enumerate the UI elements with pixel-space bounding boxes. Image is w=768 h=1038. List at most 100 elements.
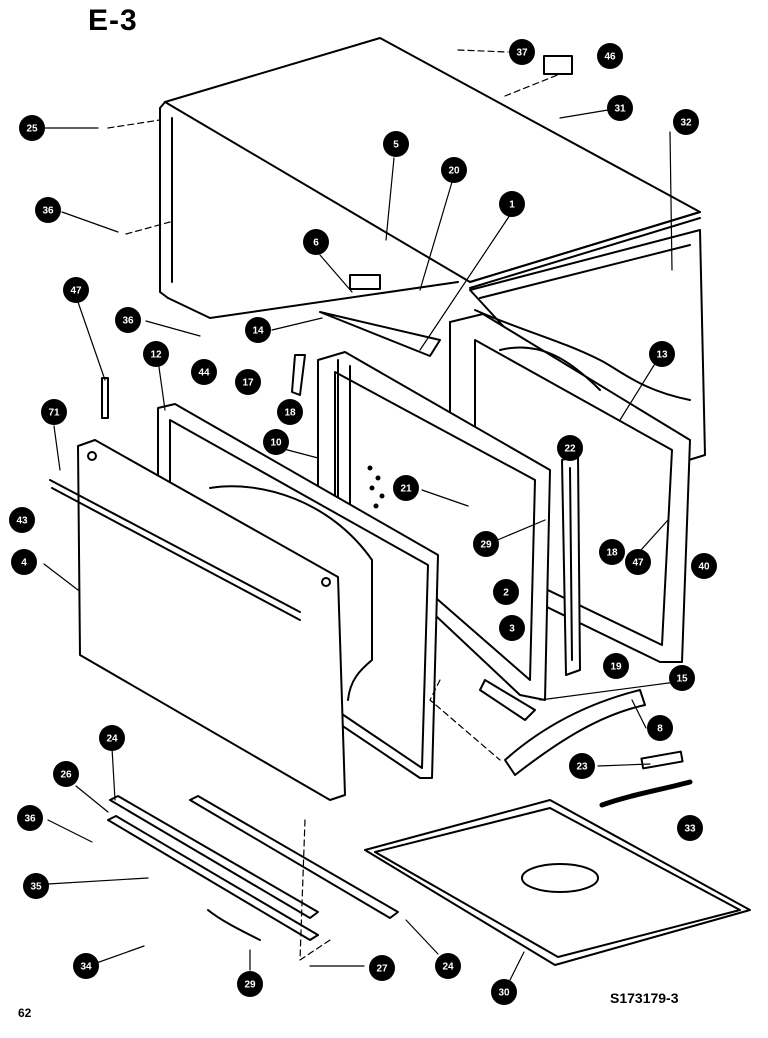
- callout-label-c1: 1: [509, 200, 515, 211]
- pointer-lines: [43, 109, 677, 981]
- callout-label-c47a: 47: [70, 286, 82, 297]
- bottom-rails: [107, 795, 399, 941]
- callout-bubble-c15: [669, 665, 695, 691]
- callout-bubble-c23: [569, 753, 595, 779]
- callout-label-c26: 26: [60, 770, 72, 781]
- drawing-id: S173179-3: [610, 990, 679, 1006]
- callout-label-c40: 40: [698, 562, 710, 573]
- callout-label-c17: 17: [242, 378, 254, 389]
- callout-bubble-c22: [557, 435, 583, 461]
- callout-bubble-c27: [369, 955, 395, 981]
- callout-bubble-c44: [191, 359, 217, 385]
- callout-bubble-c34: [73, 953, 99, 979]
- callout-label-c34: 34: [80, 962, 92, 973]
- callout-bubble-c12: [143, 341, 169, 367]
- callout-label-c46: 46: [604, 52, 616, 63]
- callout-label-c43: 43: [16, 516, 28, 527]
- callout-label-c71: 71: [48, 408, 60, 419]
- callout-label-c18a: 18: [284, 408, 296, 419]
- callout-label-c22: 22: [564, 444, 576, 455]
- callout-bubble-c47a: [63, 277, 89, 303]
- drip-tray: [364, 799, 751, 966]
- callout-label-c19: 19: [610, 662, 622, 673]
- callout-label-c36b: 36: [122, 316, 134, 327]
- callout-bubble-c36b: [115, 307, 141, 333]
- callout-bubble-c14: [245, 317, 271, 343]
- diagram-title: E-3: [88, 4, 138, 37]
- callout-label-c3: 3: [509, 624, 515, 635]
- callout-bubble-c24a: [99, 725, 125, 751]
- callout-bubble-c2: [493, 579, 519, 605]
- callout-label-c31: 31: [614, 104, 626, 115]
- callout-bubble-c36c: [17, 805, 43, 831]
- callout-label-c47b: 47: [632, 558, 644, 569]
- callout-label-c12: 12: [150, 350, 162, 361]
- callout-bubble-c17: [235, 369, 261, 395]
- callout-label-c14: 14: [252, 326, 264, 337]
- callout-bubble-c40: [691, 553, 717, 579]
- callout-label-c23: 23: [576, 762, 588, 773]
- callout-label-c24b: 24: [442, 962, 454, 973]
- door-outer-panel: [49, 439, 346, 801]
- callout-bubble-c19: [603, 653, 629, 679]
- callout-label-c29a: 29: [480, 540, 492, 551]
- callout-bubble-c30: [491, 979, 517, 1005]
- callout-bubble-c33: [677, 815, 703, 841]
- callout-bubble-c21: [393, 475, 419, 501]
- callout-bubble-c71: [41, 399, 67, 425]
- callout-bubble-c1: [499, 191, 525, 217]
- callout-label-c36c: 36: [24, 814, 36, 825]
- callout-label-c2: 2: [503, 588, 509, 599]
- callout-bubble-c47b: [625, 549, 651, 575]
- callout-label-c5: 5: [393, 140, 399, 151]
- callout-label-c35: 35: [30, 882, 42, 893]
- callout-label-c36a: 36: [42, 206, 54, 217]
- callout-label-c20: 20: [448, 166, 460, 177]
- callout-label-c25: 25: [26, 124, 38, 135]
- callout-label-c32: 32: [680, 118, 692, 129]
- callout-bubble-c8: [647, 715, 673, 741]
- hinge-strip: [561, 454, 581, 676]
- callout-label-c21: 21: [400, 484, 412, 495]
- callout-label-c37: 37: [516, 48, 528, 59]
- callout-label-c8: 8: [657, 724, 663, 735]
- callout-bubble-c35: [23, 873, 49, 899]
- callout-label-c10: 10: [270, 438, 282, 449]
- callout-bubble-c29b: [237, 971, 263, 997]
- callout-bubble-c46: [597, 43, 623, 69]
- callout-bubble-c10: [263, 429, 289, 455]
- callout-bubble-c18b: [599, 539, 625, 565]
- callout-bubble-c5: [383, 131, 409, 157]
- small-parts: [101, 55, 693, 941]
- callout-label-c30: 30: [498, 988, 510, 999]
- leader-lines: [107, 49, 561, 961]
- callout-bubble-c3: [499, 615, 525, 641]
- callout-label-c15: 15: [676, 674, 688, 685]
- callout-bubble-c32: [673, 109, 699, 135]
- page-number: 62: [18, 1006, 32, 1020]
- oven-liner: [317, 351, 551, 701]
- callout-label-c6: 6: [313, 238, 319, 249]
- callout-bubble-c24b: [435, 953, 461, 979]
- callout-label-c29b: 29: [244, 980, 256, 991]
- callout-label-c18b: 18: [606, 548, 618, 559]
- callout-bubble-c18a: [277, 399, 303, 425]
- callout-bubble-c29a: [473, 531, 499, 557]
- callout-bubble-c20: [441, 157, 467, 183]
- callout-label-c13: 13: [656, 350, 668, 361]
- callout-bubble-c13: [649, 341, 675, 367]
- callout-label-c4: 4: [21, 558, 27, 569]
- callout-bubble-c36a: [35, 197, 61, 223]
- cabinet-top: [159, 37, 701, 319]
- callout-bubble-c37: [509, 39, 535, 65]
- callout-label-c27: 27: [376, 964, 388, 975]
- callout-bubble-c31: [607, 95, 633, 121]
- callout-bubble-c25: [19, 115, 45, 141]
- callout-label-c33: 33: [684, 824, 696, 835]
- callout-label-c24a: 24: [106, 734, 118, 745]
- callout-bubble-c6: [303, 229, 329, 255]
- callout-bubble-c26: [53, 761, 79, 787]
- callout-bubble-c43: [9, 507, 35, 533]
